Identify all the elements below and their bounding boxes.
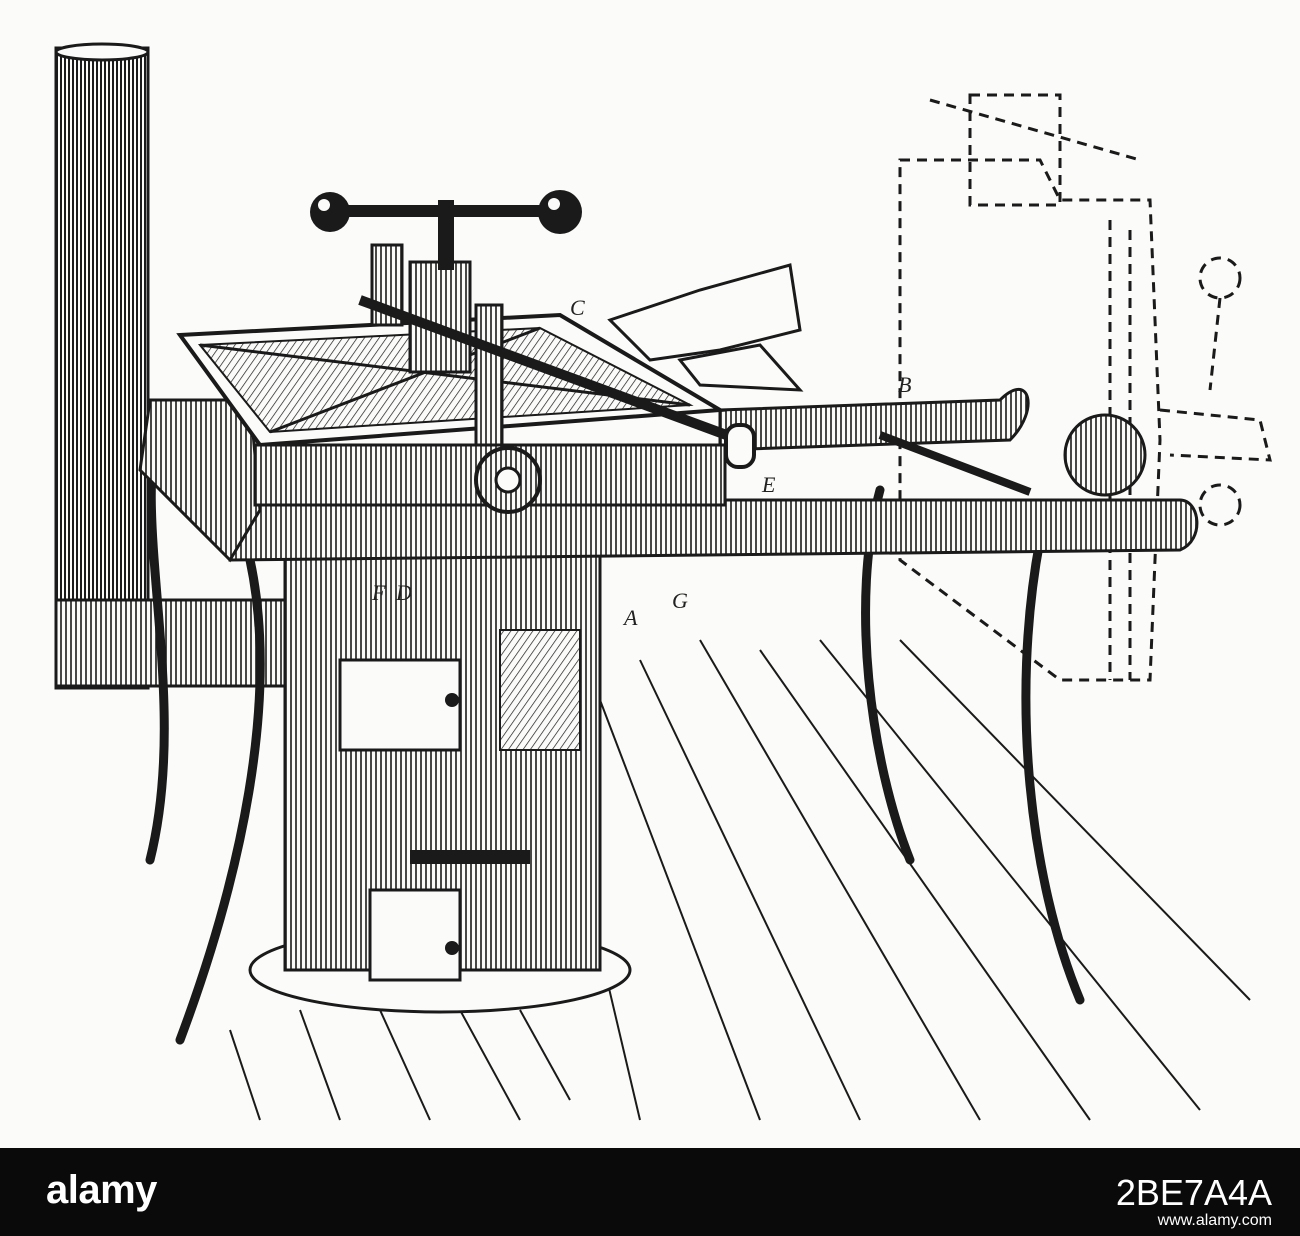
floor-planks bbox=[229, 639, 1251, 1121]
figure-labels: C B E F D A G bbox=[371, 295, 911, 630]
operator-hands bbox=[607, 263, 804, 392]
watermark-footer bbox=[0, 1148, 1300, 1236]
label-a: A bbox=[622, 605, 638, 630]
label-b: B bbox=[898, 372, 911, 397]
stove-cylinder bbox=[248, 538, 632, 1014]
label-c: C bbox=[570, 295, 585, 320]
label-d: D bbox=[395, 580, 412, 605]
label-f: F bbox=[371, 580, 386, 605]
dashed-machine-outline bbox=[898, 93, 1272, 682]
label-e: E bbox=[761, 472, 776, 497]
alamy-logo: alamy bbox=[46, 1168, 157, 1212]
right-legs bbox=[861, 485, 1085, 1005]
screw-press bbox=[310, 190, 756, 514]
ink-roller bbox=[1063, 413, 1147, 497]
press-engraving: C B E F D A G bbox=[54, 42, 1272, 1121]
image-id-text: 2BE7A4A bbox=[1115, 1172, 1272, 1213]
engraving-illustration: C B E F D A G bbox=[54, 42, 1272, 1121]
site-url-text: www.alamy.com bbox=[1157, 1212, 1272, 1229]
label-g: G bbox=[672, 588, 688, 613]
press-table bbox=[138, 387, 1199, 563]
